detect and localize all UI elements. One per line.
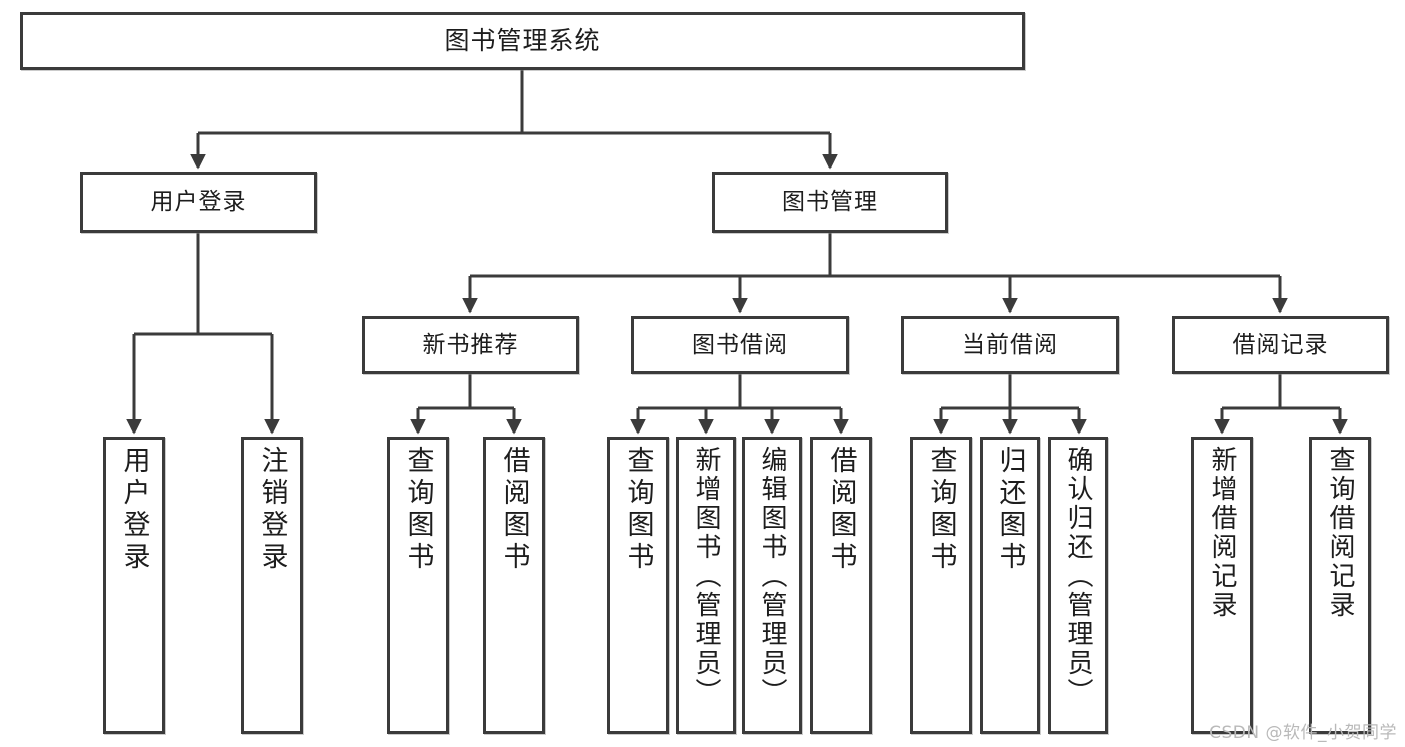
leaf-current-query-book[interactable]: 查询图书 <box>910 437 972 734</box>
leaf-user-login-login[interactable]: 用户登录 <box>103 437 165 734</box>
node-user-login[interactable]: 用户登录 <box>80 172 317 233</box>
leaf-borrow-query-book-label: 查询图书 <box>622 446 654 574</box>
leaf-borrow-query-book[interactable]: 查询图书 <box>607 437 669 734</box>
node-new-book-recommend[interactable]: 新书推荐 <box>362 316 579 374</box>
leaf-borrow-borrow-book-label: 借阅图书 <box>825 446 857 574</box>
leaf-user-login-logout[interactable]: 注销登录 <box>241 437 303 734</box>
node-new-book-recommend-label: 新书推荐 <box>422 331 519 358</box>
node-borrow-record-label: 借阅记录 <box>1232 331 1329 358</box>
leaf-current-return-book-label: 归还图书 <box>994 446 1026 574</box>
leaf-new-book-query[interactable]: 查询图书 <box>387 437 449 734</box>
leaf-user-login-logout-label: 注销登录 <box>256 446 288 574</box>
leaf-borrow-edit-book-label: 编辑图书（管理员） <box>757 446 787 707</box>
leaf-new-book-query-label: 查询图书 <box>402 446 434 574</box>
node-borrow-record[interactable]: 借阅记录 <box>1172 316 1389 374</box>
leaf-new-book-borrow-label: 借阅图书 <box>498 446 530 574</box>
node-root-label: 图书管理系统 <box>444 25 601 55</box>
leaf-current-return-book[interactable]: 归还图书 <box>980 437 1040 734</box>
leaf-record-add[interactable]: 新增借阅记录 <box>1191 437 1253 734</box>
node-book-borrow[interactable]: 图书借阅 <box>631 316 849 374</box>
leaf-current-confirm-return-label: 确认归还（管理员） <box>1063 446 1093 707</box>
node-user-login-label: 用户登录 <box>150 189 247 216</box>
leaf-record-query-label: 查询借阅记录 <box>1325 446 1355 620</box>
node-book-management[interactable]: 图书管理 <box>712 172 948 233</box>
leaf-record-add-label: 新增借阅记录 <box>1207 446 1237 620</box>
node-book-management-label: 图书管理 <box>782 189 878 216</box>
leaf-current-query-book-label: 查询图书 <box>925 446 957 574</box>
leaf-current-confirm-return[interactable]: 确认归还（管理员） <box>1048 437 1108 734</box>
leaf-borrow-borrow-book[interactable]: 借阅图书 <box>810 437 872 734</box>
leaf-new-book-borrow[interactable]: 借阅图书 <box>483 437 545 734</box>
csdn-watermark: CSDN @软件_小贺同学 <box>1209 723 1397 743</box>
node-current-borrow[interactable]: 当前借阅 <box>901 316 1119 374</box>
node-book-borrow-label: 图书借阅 <box>692 331 788 358</box>
leaf-borrow-edit-book[interactable]: 编辑图书（管理员） <box>742 437 802 734</box>
node-current-borrow-label: 当前借阅 <box>962 331 1058 358</box>
leaf-borrow-add-book-label: 新增图书（管理员） <box>691 446 721 707</box>
node-root[interactable]: 图书管理系统 <box>20 12 1025 70</box>
leaf-user-login-login-label: 用户登录 <box>118 446 150 574</box>
leaf-record-query[interactable]: 查询借阅记录 <box>1309 437 1371 734</box>
leaf-borrow-add-book[interactable]: 新增图书（管理员） <box>676 437 736 734</box>
